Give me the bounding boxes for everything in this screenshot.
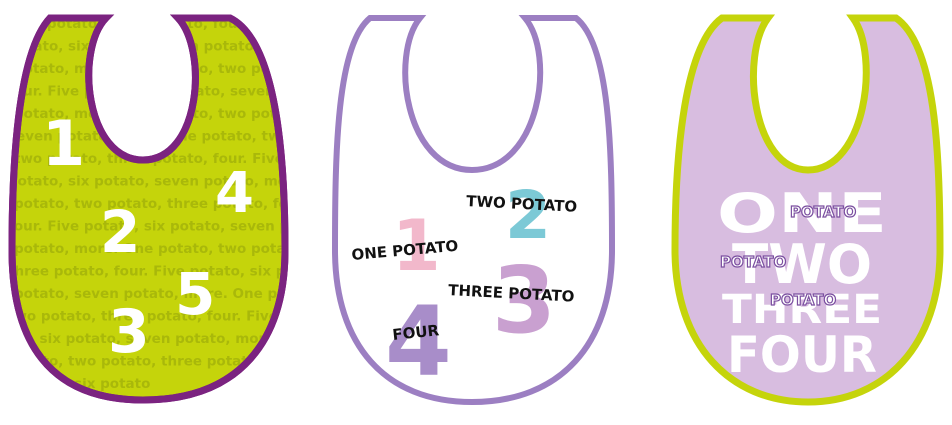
bib-2: 1 2 3 4 ONE POTATO TWO POTATO THREE POTA… [331, 15, 616, 406]
bib-3-potato-3: POTATO [770, 291, 836, 309]
bib-3-potato-2: POTATO [720, 253, 786, 271]
bib-1-number-3: 3 [108, 297, 150, 367]
bib-1-pattern-line: potato, two potato, three potato, four. [8, 354, 301, 370]
bib-1-number-1: 1 [42, 107, 85, 180]
bib-2-body [331, 15, 616, 406]
bib-2-phrase-two-potato: TWO POTATO [466, 192, 578, 216]
bib-1-pattern-line: potato, more. One potato, two potato, th… [14, 61, 352, 77]
bib-3-body [671, 14, 944, 406]
bib-1: two potato, three potato, four. Five pot… [8, 14, 356, 404]
bib-2-phrase-four: FOUR [392, 321, 441, 344]
bib-1-outline [8, 14, 289, 404]
bib-1-number-5: 5 [175, 260, 215, 328]
bib-1-pattern-line: four. Five potato, six potato, seven pot… [8, 84, 330, 100]
bib-3: ONE TWO THREE FOUR POTATO POTATO POTATO [671, 14, 944, 406]
bib-1-pattern-line: to, six potato, seven potato, more. One [14, 331, 314, 347]
bib-3-word-four: FOUR [727, 326, 877, 384]
bib-1-pattern-line: potato, six potato, seven potato, more. … [8, 39, 343, 55]
bib-3-word-three: THREE [722, 287, 882, 333]
bib-2-number-3: 3 [492, 247, 556, 354]
bib-2-number-1: 1 [392, 205, 441, 287]
bib-1-pattern-line: potato, more. One potato, two potato, th… [14, 241, 352, 257]
bib-1-pattern-line: potato, six potato, seven potato, more. … [8, 174, 343, 190]
bib-1-pattern-line: potato, seven potato, more. One potato, … [14, 286, 356, 302]
bib-3-word-two: TWO [732, 233, 872, 296]
bib-1-pattern-line: three potato, four. Five potato, six pot… [8, 264, 326, 280]
bib-2-number-2: 2 [505, 177, 551, 254]
bib-3-word-one: ONE [717, 182, 887, 245]
bib-1-pattern-line: potato, two potato, three potato, four. … [14, 196, 344, 212]
bib-1-pattern-line: two potato, three potato, four. Five pot… [8, 309, 333, 325]
bib-1-number-2: 2 [100, 198, 140, 266]
bib-3-potato-1: POTATO [790, 203, 856, 221]
bib-1-number-4: 4 [215, 161, 254, 226]
bib-1-pattern-line: four. Five potato, six potato, seven pot… [8, 219, 330, 235]
bib-1-text-pattern: two potato, three potato, four. Five pot… [8, 18, 356, 392]
bib-2-number-4: 4 [385, 286, 452, 398]
